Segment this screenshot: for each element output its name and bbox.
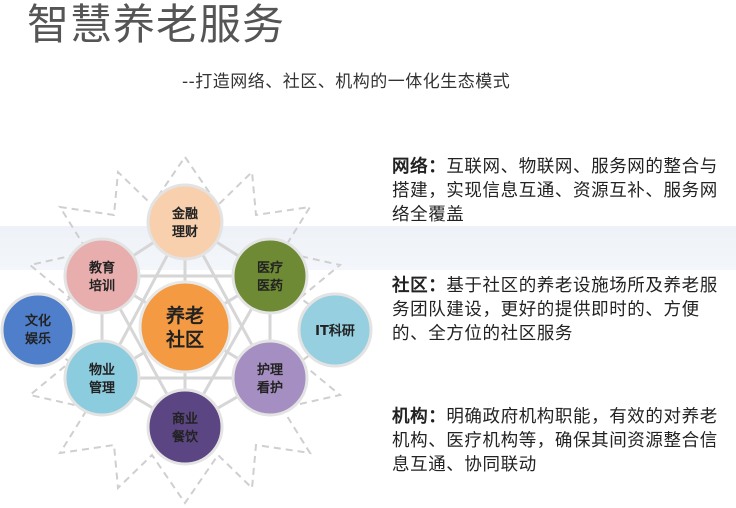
description-institution-head: 机构： [392,407,447,427]
svg-text:社区: 社区 [165,328,204,351]
description-community: 社区：基于社区的养老设施场所及养老服务团队建设，更好的提供即时的、方便的、全方位… [392,274,722,346]
svg-text:餐饮: 餐饮 [171,429,199,445]
svg-text:娱乐: 娱乐 [25,331,51,347]
svg-text:看护: 看护 [257,380,283,396]
node-it: IT科研 [297,292,373,368]
svg-text:商业: 商业 [172,411,198,427]
description-network-head: 网络： [392,157,447,177]
node-culture: 文化 娱乐 [0,292,76,368]
node-center-elderly-community: 养老 社区 [138,280,232,374]
node-medical: 医疗 医药 [231,237,309,315]
svg-text:教育: 教育 [88,260,115,276]
svg-text:物业: 物业 [89,362,115,378]
svg-text:管理: 管理 [89,380,115,396]
description-institution-body: 明确政府机构职能，有效的对养老机构、医疗机构等，确保其间资源整合信息互通、协同联… [392,407,718,475]
node-nursing: 护理 看护 [231,339,309,417]
description-network-body: 互联网、物联网、服务网的整合与搭建，实现信息互通、资源互补、服务网络全覆盖 [392,157,718,225]
node-education: 教育 培训 [63,237,141,315]
ecosystem-diagram: 文化 娱乐 IT科研 金融 理财 医疗 医药 护理 看护 商业 餐饮 物业 管理… [0,155,373,505]
svg-text:护理: 护理 [257,362,283,378]
description-institution: 机构：明确政府机构职能，有效的对养老机构、医疗机构等，确保其间资源整合信息互通、… [392,405,722,477]
svg-text:金融: 金融 [171,206,198,222]
svg-text:医疗: 医疗 [257,260,283,276]
node-finance: 金融 理财 [146,183,224,261]
description-network: 网络：互联网、物联网、服务网的整合与搭建，实现信息互通、资源互补、服务网络全覆盖 [392,155,722,227]
page-title: 智慧养老服务 [27,0,286,49]
svg-text:IT科研: IT科研 [315,323,355,339]
description-community-body: 基于社区的养老设施场所及养老服务团队建设，更好的提供即时的、方便的、全方位的社区… [392,276,718,344]
svg-text:培训: 培训 [89,278,115,294]
page-subtitle: --打造网络、社区、机构的一体化生态模式 [182,72,511,92]
description-community-head: 社区： [392,276,447,296]
svg-text:医药: 医药 [257,278,283,294]
svg-text:养老: 养老 [165,304,204,327]
node-property: 物业 管理 [63,339,141,417]
node-catering: 商业 餐饮 [146,388,224,466]
svg-text:文化: 文化 [25,313,51,329]
svg-text:理财: 理财 [172,224,198,240]
